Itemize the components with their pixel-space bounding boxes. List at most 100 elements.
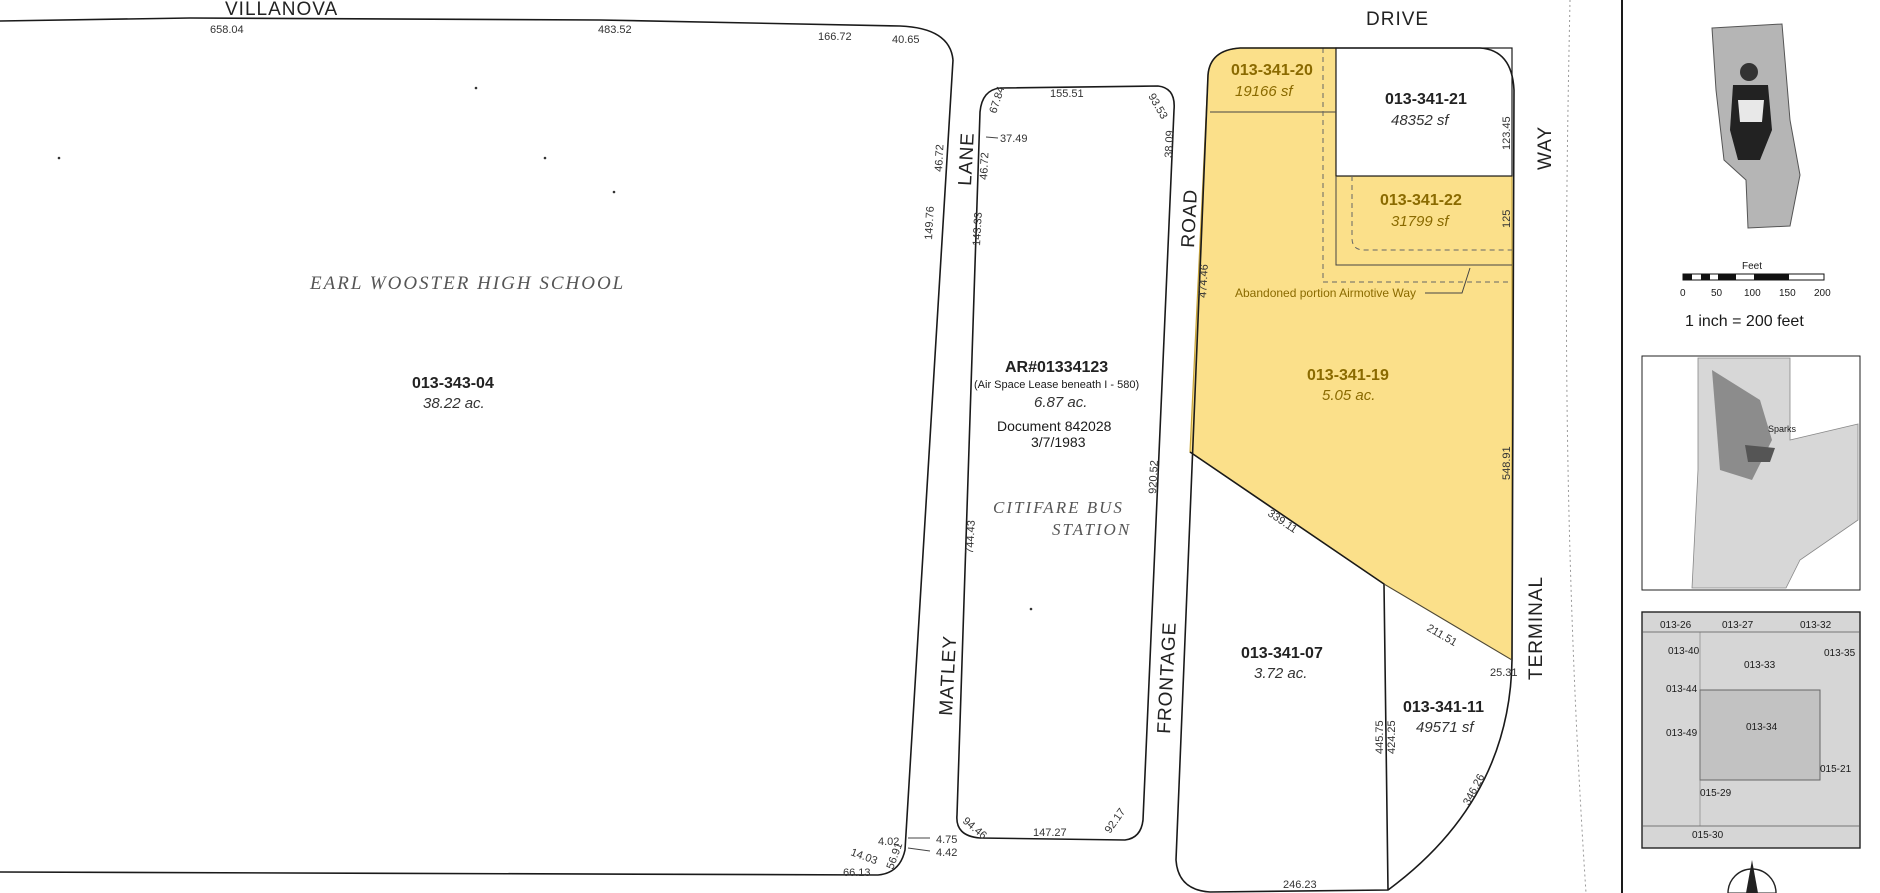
parcel-id-013-341-07: 013-341-07 — [1241, 645, 1323, 662]
dim-label: 67.84 — [987, 85, 1007, 115]
dim-label: 155.51 — [1050, 88, 1084, 100]
parcel-area-013-341-21: 48352 sf — [1391, 112, 1450, 129]
abandoned-way-dashed-line — [1351, 176, 1512, 251]
road-label-villanova: VILLANOVA — [225, 0, 338, 20]
bus-station-parcel — [956, 85, 1175, 841]
inset-label: 015-30 — [1692, 830, 1724, 841]
parcel-area-013-341-19: 5.05 ac. — [1322, 387, 1375, 404]
inset-label: 013-26 — [1660, 620, 1692, 631]
road-label-drive: DRIVE — [1366, 9, 1429, 30]
map-dot — [543, 156, 547, 160]
abandoned-way-note: Abandoned portion Airmotive Way — [1235, 286, 1416, 300]
road-label-lane: LANE — [955, 132, 979, 187]
dim-label: 474.46 — [1197, 264, 1211, 298]
road-label-frontage: FRONTAGE — [1154, 621, 1181, 734]
dim-label: 37.49 — [1000, 133, 1028, 145]
inset-label: 013-33 — [1744, 660, 1776, 671]
inset-label: 015-21 — [1820, 764, 1852, 775]
dim-label: 14.03 — [849, 847, 879, 868]
map-dot — [1029, 607, 1033, 611]
dim-label: 211.51 — [1425, 622, 1459, 649]
city-locator-inset — [1641, 355, 1861, 591]
dim-label: 66.13 — [843, 867, 871, 879]
road-label-way: WAY — [1535, 126, 1556, 170]
dim-label: 424.25 — [1386, 720, 1398, 754]
parcel-area-013-343-04: 38.22 ac. — [423, 395, 485, 412]
inset-label: 015-29 — [1700, 788, 1732, 799]
parcel-id-013-341-20: 013-341-20 — [1231, 62, 1313, 79]
scale-tick-150: 150 — [1779, 288, 1796, 299]
dim-label: 346.26 — [1461, 772, 1487, 807]
parcel-id-013-341-19: 013-341-19 — [1307, 367, 1389, 384]
ar-parcel-note: (Air Space Lease beneath I - 580) — [974, 379, 1139, 391]
inset-label: 013-27 — [1722, 620, 1754, 631]
abandoned-way-dashed-line — [1322, 48, 1512, 283]
villanova-boundary — [0, 17, 954, 61]
scale-unit-label: Feet — [1742, 261, 1762, 272]
inset-label: 013-44 — [1666, 684, 1698, 695]
parcel-id-013-343-04: 013-343-04 — [412, 375, 494, 392]
bus-station-label-2: STATION — [1052, 520, 1131, 539]
parcel-book-inset — [1641, 611, 1861, 849]
bus-station-label-1: CITIFARE BUS — [993, 498, 1124, 517]
scale-tick-0: 0 — [1680, 288, 1686, 299]
dim-label: 125 — [1501, 210, 1513, 228]
dim-label: 445.75 — [1374, 720, 1386, 754]
dim-label: 920.52 — [1147, 460, 1161, 494]
dim-label: 123.45 — [1501, 116, 1513, 150]
parcel-area-013-341-07: 3.72 ac. — [1254, 665, 1307, 682]
parcel-013-341-22-boundary — [1335, 176, 1512, 266]
right-block-boundary — [1175, 47, 1515, 893]
scale-tick-50: 50 — [1711, 288, 1723, 299]
road-label-terminal: TERMINAL — [1526, 576, 1547, 680]
dim-label: 4.02 — [878, 836, 899, 848]
map-dot — [57, 156, 61, 160]
dim-label: 143.33 — [971, 212, 985, 246]
school-name: EARL WOOSTER HIGH SCHOOL — [309, 273, 625, 294]
dim-label: 166.72 — [818, 31, 852, 43]
scale-text: 1 inch = 200 feet — [1685, 313, 1804, 330]
parcel-area-013-341-11: 49571 sf — [1416, 719, 1475, 736]
parcel-id-013-341-22: 013-341-22 — [1380, 192, 1462, 209]
inset-label: 013-32 — [1800, 620, 1832, 631]
parcel-area-013-341-20: 19166 sf — [1235, 83, 1294, 100]
dim-label: 25.31 — [1490, 667, 1518, 679]
scale-tick-100: 100 — [1744, 288, 1761, 299]
inset-label: 013-34 — [1746, 722, 1778, 733]
ar-parcel-id: AR#01334123 — [1005, 359, 1108, 376]
dim-label: 147.27 — [1033, 827, 1067, 839]
parcel-013-341-11-boundary — [1383, 583, 1513, 661]
north-arrow-icon — [1727, 860, 1777, 893]
dim-label: 744.43 — [964, 520, 978, 554]
abandoned-way-leader — [1425, 267, 1471, 294]
dim-label: 149.76 — [923, 206, 937, 240]
parcel-area-013-341-22: 31799 sf — [1391, 213, 1450, 230]
parcel-id-013-341-11: 013-341-11 — [1403, 699, 1484, 716]
inset-label: 013-40 — [1668, 646, 1700, 657]
ar-parcel-date: 3/7/1983 — [1031, 434, 1086, 450]
dim-label: 46.72 — [978, 152, 991, 180]
dim-label: 4.42 — [936, 847, 957, 859]
dim-label: 483.52 — [598, 24, 632, 36]
ar-parcel-area: 6.87 ac. — [1034, 394, 1087, 411]
inset-label: 013-49 — [1666, 728, 1698, 739]
road-label-road: ROAD — [1178, 188, 1202, 248]
road-label-matley: MATLEY — [936, 635, 961, 717]
ar-parcel-document: Document 842028 — [997, 418, 1112, 434]
county-locator-icon — [1711, 23, 1801, 229]
map-dot — [612, 190, 616, 194]
dim-label: 93.53 — [1145, 92, 1169, 122]
dim-label: 92.17 — [1103, 806, 1129, 835]
inset-label: 013-35 — [1824, 648, 1856, 659]
road-edge-dotted — [1565, 0, 1587, 893]
dim-label: 46.72 — [933, 144, 946, 172]
dim-label: 658.04 — [210, 24, 244, 36]
dim-label: 4.75 — [936, 834, 957, 846]
leader-line — [985, 136, 999, 139]
dim-label: 548.91 — [1501, 446, 1513, 480]
school-east-boundary — [0, 59, 954, 876]
parcel-id-013-341-21: 013-341-21 — [1385, 91, 1467, 108]
dim-label: 40.65 — [892, 34, 920, 46]
dim-label: 38.09 — [1163, 130, 1176, 158]
